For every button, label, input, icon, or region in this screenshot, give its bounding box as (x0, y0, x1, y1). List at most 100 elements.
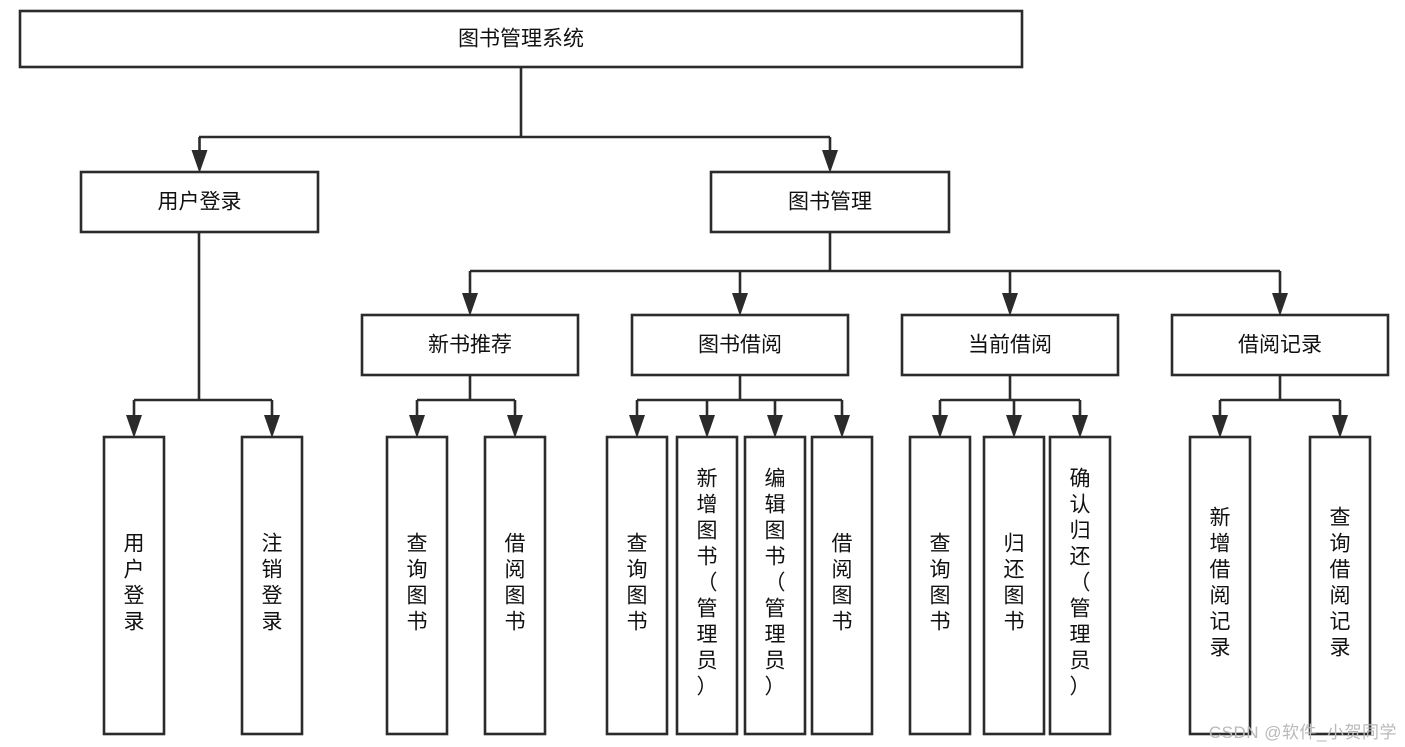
node-box[interactable] (630, 313, 850, 377)
edge-book_manage-to-current_borrow (1002, 271, 1018, 316)
edge-borrow_record-to-leaf_query_record (1332, 400, 1348, 438)
edges-layer (126, 67, 1348, 438)
node-user_login[interactable]: 用户登录 (79, 170, 320, 234)
connector-user-login-bus (134, 232, 272, 402)
connector-root-bus (199, 67, 830, 139)
edge-arrowhead-icon (699, 415, 715, 438)
node-leaf_add_record[interactable]: 新增借阅记录 (1188, 435, 1252, 736)
node-label: 查询图书 (407, 533, 428, 634)
node-box[interactable] (743, 435, 807, 736)
node-leaf_return_book[interactable]: 归还图书 (982, 435, 1046, 736)
node-box[interactable] (1308, 435, 1372, 736)
node-root[interactable]: 图书管理系统 (18, 9, 1024, 69)
edge-book_borrow-to-leaf_add_book (699, 400, 715, 438)
node-label: 编辑图书（管理员） (765, 468, 786, 699)
edge-user_login-to-leaf_logout (264, 400, 280, 438)
node-leaf_user_login[interactable]: 用户登录 (102, 435, 166, 736)
node-box[interactable] (908, 435, 972, 736)
node-label: 用户登录 (124, 533, 145, 634)
edge-borrow_record-to-leaf_add_record (1212, 400, 1228, 438)
edge-book_borrow-to-leaf_edit_book (767, 400, 783, 438)
edge-book_manage-to-new_book_rec (462, 271, 478, 316)
node-box[interactable] (483, 435, 547, 736)
node-box[interactable] (810, 435, 874, 736)
node-label: 查询借阅记录 (1330, 507, 1351, 660)
node-borrow_record[interactable]: 借阅记录 (1170, 313, 1390, 377)
node-box[interactable] (1188, 435, 1252, 736)
node-leaf_query_book_rec[interactable]: 查询图书 (385, 435, 449, 736)
node-box[interactable] (675, 435, 739, 736)
edge-arrowhead-icon (1002, 293, 1018, 316)
node-label: 图书管理 (788, 191, 872, 214)
node-box[interactable] (385, 435, 449, 736)
edge-arrowhead-icon (1332, 415, 1348, 438)
node-box[interactable] (360, 313, 580, 377)
node-box[interactable] (240, 435, 304, 736)
node-box[interactable] (102, 435, 166, 736)
edge-arrowhead-icon (1212, 415, 1228, 438)
node-leaf_borrow_book_rec[interactable]: 借阅图书 (483, 435, 547, 736)
node-label: 当前借阅 (968, 334, 1052, 357)
node-label: 用户登录 (158, 191, 242, 214)
node-label: 借阅图书 (505, 533, 526, 634)
node-label: 图书管理系统 (458, 28, 584, 51)
node-box[interactable] (1170, 313, 1390, 377)
edge-new_book_rec-to-leaf_borrow_book_rec (507, 400, 523, 438)
node-box[interactable] (1048, 435, 1112, 736)
edge-arrowhead-icon (834, 415, 850, 438)
node-box[interactable] (982, 435, 1046, 736)
edge-arrowhead-icon (507, 415, 523, 438)
connector-book-manage-bus (470, 232, 1280, 273)
node-label: 新增借阅记录 (1210, 507, 1231, 660)
node-label: 查询图书 (627, 533, 648, 634)
node-label: 归还图书 (1004, 533, 1025, 634)
edge-arrowhead-icon (767, 415, 783, 438)
node-leaf_borrow_book_b[interactable]: 借阅图书 (810, 435, 874, 736)
node-label: 借阅记录 (1238, 334, 1322, 357)
connector-borrow-record-bus (1220, 375, 1340, 402)
connector-book-borrow-bus (637, 375, 842, 402)
node-leaf_edit_book[interactable]: 编辑图书（管理员） (743, 435, 807, 736)
edge-arrowhead-icon (191, 150, 208, 173)
node-label: 图书借阅 (698, 334, 782, 357)
node-leaf_add_book[interactable]: 新增图书（管理员） (675, 435, 739, 736)
node-label: 新书推荐 (428, 334, 512, 357)
node-leaf_logout[interactable]: 注销登录 (240, 435, 304, 736)
node-leaf_confirm_return[interactable]: 确认归还（管理员） (1048, 435, 1112, 736)
node-box[interactable] (605, 435, 669, 736)
edge-root-to-book_manage (822, 137, 838, 173)
edge-arrowhead-icon (462, 293, 478, 316)
edge-book_manage-to-borrow_record (1272, 271, 1288, 316)
node-label: 确认归还（管理员） (1070, 468, 1091, 699)
node-label: 新增图书（管理员） (697, 468, 718, 699)
edge-arrowhead-icon (822, 150, 838, 173)
edge-current_borrow-to-leaf_return_book (1006, 400, 1022, 438)
edge-current_borrow-to-leaf_query_book_c (932, 400, 948, 438)
node-box[interactable] (900, 313, 1120, 377)
node-new_book_rec[interactable]: 新书推荐 (360, 313, 580, 377)
edge-book_borrow-to-leaf_query_book_b (629, 400, 645, 438)
edge-new_book_rec-to-leaf_query_book_rec (409, 400, 425, 438)
edge-book_manage-to-book_borrow (732, 271, 748, 316)
edge-arrowhead-icon (932, 415, 948, 438)
edge-user_login-to-leaf_user_login (126, 400, 142, 438)
connector-current-borrow-bus (940, 375, 1080, 402)
node-box[interactable] (79, 170, 320, 234)
node-box[interactable] (18, 9, 1024, 69)
edge-book_borrow-to-leaf_borrow_book_b (834, 400, 850, 438)
edge-arrowhead-icon (1072, 415, 1088, 438)
node-label: 注销登录 (262, 533, 283, 634)
edge-arrowhead-icon (629, 415, 645, 438)
node-current_borrow[interactable]: 当前借阅 (900, 313, 1120, 377)
node-book_manage[interactable]: 图书管理 (709, 170, 951, 234)
node-box[interactable] (709, 170, 951, 234)
node-leaf_query_book_b[interactable]: 查询图书 (605, 435, 669, 736)
node-leaf_query_record[interactable]: 查询借阅记录 (1308, 435, 1372, 736)
node-book_borrow[interactable]: 图书借阅 (630, 313, 850, 377)
edge-arrowhead-icon (409, 415, 425, 438)
edge-arrowhead-icon (264, 415, 280, 438)
node-leaf_query_book_c[interactable]: 查询图书 (908, 435, 972, 736)
nodes-layer: 图书管理系统用户登录图书管理新书推荐图书借阅当前借阅借阅记录用户登录注销登录查询… (18, 9, 1390, 736)
edge-root-to-user_login (191, 137, 208, 173)
